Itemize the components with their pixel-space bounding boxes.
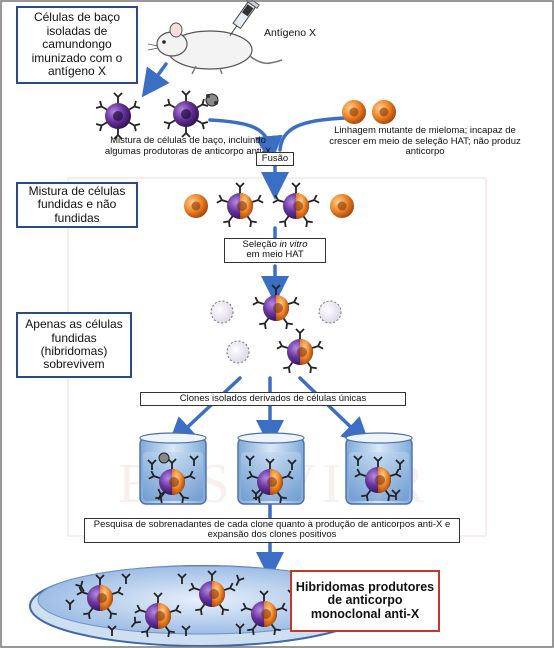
beaker-right <box>345 432 413 505</box>
flow-arrows <box>141 62 371 580</box>
step-box-fused-mix: Mistura de células fundidas e não fundid… <box>16 182 138 228</box>
step-box-hybridomas-survive: Apenas as células fundidas (hibridomas) … <box>16 312 132 378</box>
step-box-immunized-spleen: Células de baço isoladas de camundongo i… <box>16 6 138 84</box>
myeloma-cell <box>372 100 396 124</box>
spleen-cell <box>96 93 140 139</box>
clones-label: Clones isolados derivados de células úni… <box>140 392 406 407</box>
mouse-illustration <box>147 22 283 75</box>
antigen-particle-icon <box>205 93 219 107</box>
selection-text-medium: em meio HAT <box>246 249 304 261</box>
dead-cell-outline <box>226 340 250 364</box>
selection-text-invitro: in vitro <box>279 239 308 250</box>
myeloma-cell <box>342 100 366 124</box>
hybrid-cell <box>217 183 263 227</box>
screening-label: Pesquisa de sobrenadantes de cada clone … <box>84 518 460 543</box>
petri-dish <box>29 565 375 647</box>
result-box-monoclonal: Hibridomas produtores de anticorpo monoc… <box>290 570 440 632</box>
myeloma-caption: Linhagem mutante de mieloma; incapaz de … <box>329 125 521 158</box>
dead-cell-outline <box>318 300 342 324</box>
spleen-mix-caption: Mistura de células de baço, incluindo al… <box>104 135 272 157</box>
hybrid-cell <box>253 285 299 329</box>
beaker-middle <box>237 432 305 505</box>
dead-cell-outline <box>210 300 234 324</box>
selection-label: Seleção in vitro em meio HAT <box>224 238 326 263</box>
beaker-left <box>139 432 207 505</box>
selection-text-pre: Seleção <box>242 239 280 250</box>
myeloma-cell <box>330 194 354 218</box>
hybrid-cell <box>277 329 323 373</box>
spleen-cell <box>164 91 208 137</box>
hybrid-cell <box>273 183 319 227</box>
fusion-label: Fusão <box>256 152 294 167</box>
myeloma-cell <box>184 194 208 218</box>
antigen-label: Antígeno X <box>264 27 316 39</box>
